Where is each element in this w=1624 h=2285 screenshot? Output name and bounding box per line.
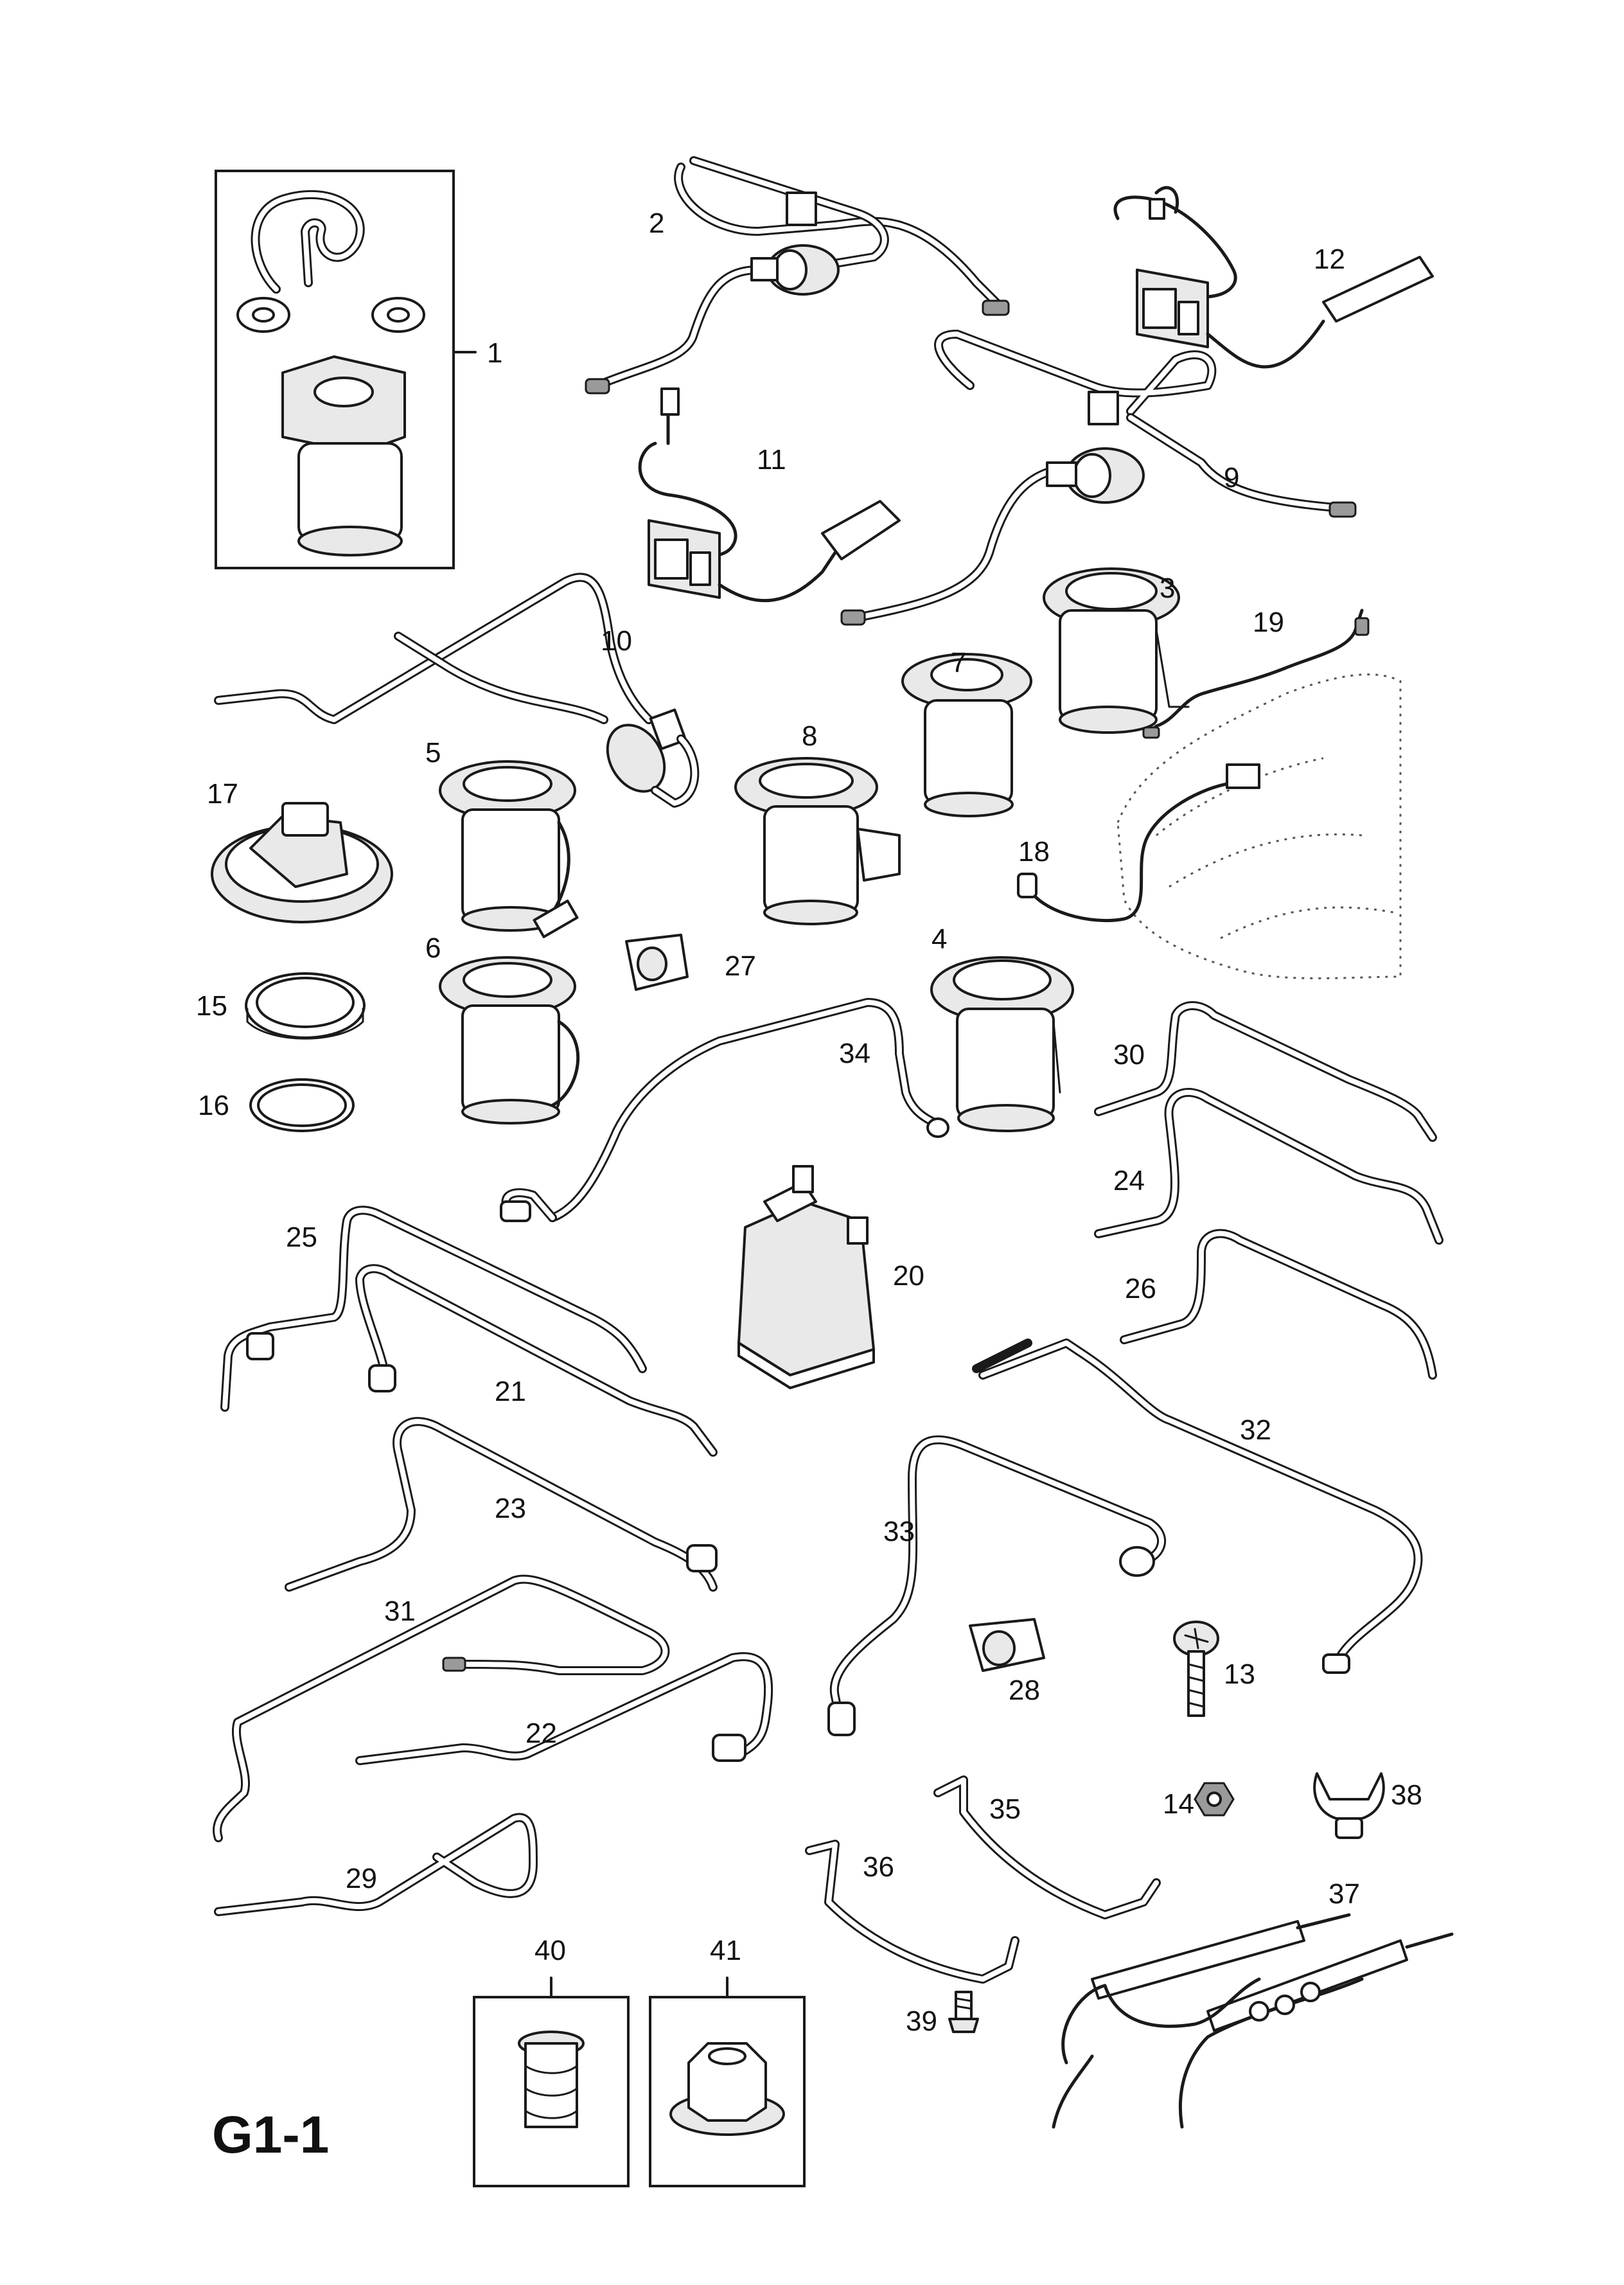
callout-37: 37 <box>1328 1878 1360 1910</box>
part-28-retaining-clip[interactable]: 28 <box>969 1618 1045 1706</box>
part-29-fuel-line[interactable]: 29 <box>214 1813 538 1916</box>
sheet-code: G1-1 <box>212 2106 329 2164</box>
part-36-tank-strap[interactable]: 36 <box>805 1840 1019 1984</box>
part-11-fuel-level-sender[interactable]: 11 <box>638 387 901 603</box>
callout-17: 17 <box>207 778 238 810</box>
callout-13: 13 <box>1224 1658 1255 1690</box>
callout-9: 9 <box>1224 462 1239 493</box>
part-14-nut[interactable]: 14 <box>1163 1782 1235 1820</box>
part-19-wiring-harness[interactable]: 19 <box>1142 607 1370 739</box>
callout-33: 33 <box>883 1516 915 1547</box>
callout-29: 29 <box>346 1863 377 1894</box>
part-32-fuel-line[interactable]: 32 <box>972 1338 1423 1674</box>
callout-34: 34 <box>839 1038 870 1069</box>
callout-23: 23 <box>495 1493 526 1524</box>
part-25-fuel-line[interactable]: 25 <box>220 1205 647 1412</box>
tank-outline <box>1116 673 1402 979</box>
callout-32: 32 <box>1240 1414 1271 1446</box>
part-18-wiring-harness[interactable]: 18 <box>1017 763 1260 922</box>
part-35-tank-strap[interactable]: 35 <box>933 1775 1161 1919</box>
part-37-rail-harness[interactable]: 37 <box>1052 1878 1454 2129</box>
callout-31: 31 <box>384 1596 416 1627</box>
callout-19: 19 <box>1253 607 1284 638</box>
part-40-grommet[interactable]: 40 <box>473 1935 630 2187</box>
callout-2: 2 <box>649 208 664 239</box>
part-4-fuel-pump-module[interactable]: 4 <box>930 923 1074 1132</box>
callout-8: 8 <box>802 720 817 752</box>
part-1-frame <box>215 170 455 569</box>
callout-4: 4 <box>931 923 947 955</box>
callout-6: 6 <box>425 932 441 964</box>
callout-14: 14 <box>1163 1788 1194 1820</box>
part-6-fuel-pump-module[interactable]: 6 <box>425 932 580 1125</box>
part-16-seal-ring[interactable]: 16 <box>198 1078 355 1132</box>
callout-10: 10 <box>601 625 632 657</box>
part-13-bolt[interactable]: 13 <box>1173 1621 1255 1717</box>
part-5-fuel-pump-module[interactable]: 5 <box>425 737 579 938</box>
callout-18: 18 <box>1018 836 1050 867</box>
part-41-flange-nut[interactable]: 41 <box>649 1935 806 2187</box>
callout-1: 1 <box>487 337 502 369</box>
part-8-fuel-pump-module[interactable]: 8 <box>734 720 901 925</box>
callout-15: 15 <box>196 990 227 1022</box>
part-39-screw[interactable]: 39 <box>906 1991 979 2037</box>
part-31-fuel-line[interactable]: 31 <box>213 1574 670 1842</box>
part-30-fuel-line[interactable]: 30 <box>1094 1001 1437 1142</box>
callout-30: 30 <box>1113 1039 1145 1071</box>
callout-26: 26 <box>1125 1273 1156 1304</box>
part-26-fuel-line[interactable]: 26 <box>1120 1229 1437 1380</box>
part-27-retaining-clip[interactable]: 27 <box>625 934 756 991</box>
callout-16: 16 <box>198 1090 229 1121</box>
callout-38: 38 <box>1391 1779 1422 1811</box>
callout-12: 12 <box>1314 244 1345 275</box>
callout-36: 36 <box>863 1851 894 1883</box>
callout-35: 35 <box>989 1793 1021 1825</box>
callout-3: 3 <box>1160 573 1175 604</box>
callout-7: 7 <box>951 647 966 679</box>
part-38-clip[interactable]: 38 <box>1313 1772 1422 1839</box>
part-10-fuel-line-filter[interactable]: 10 <box>214 573 700 808</box>
part-2-fuel-filter-assembly[interactable]: 2 <box>585 156 1010 395</box>
part-15-lock-ring[interactable]: 15 <box>196 972 366 1040</box>
part-21-fuel-line[interactable]: 21 <box>355 1264 718 1457</box>
part-17-tank-cover-flange[interactable]: 17 <box>207 778 393 923</box>
part-22-fuel-line[interactable]: 22 <box>355 1652 773 1765</box>
callout-5: 5 <box>425 737 441 769</box>
part-20-charcoal-canister[interactable]: 20 <box>737 1165 924 1389</box>
callout-27: 27 <box>725 950 756 982</box>
part-7-fuel-pump-module[interactable]: 7 <box>901 647 1032 817</box>
part-12-fuel-level-sender[interactable]: 12 <box>1113 186 1434 369</box>
callout-24: 24 <box>1113 1165 1145 1196</box>
callout-22: 22 <box>525 1718 557 1749</box>
part-34-fuel-line[interactable]: 34 <box>500 998 949 1222</box>
callout-20: 20 <box>893 1260 924 1292</box>
callout-39: 39 <box>906 2005 937 2037</box>
part-3-fuel-pump-module[interactable]: 3 <box>1043 567 1190 734</box>
part-33-fuel-line[interactable]: 33 <box>827 1435 1167 1736</box>
callout-40: 40 <box>534 1935 566 1966</box>
callout-25: 25 <box>286 1222 317 1253</box>
part-9-fuel-filter-assembly[interactable]: 9 <box>840 330 1357 626</box>
part-23-fuel-line[interactable]: 23 <box>285 1417 718 1592</box>
part-1-fuel-pump-kit[interactable]: 1 <box>215 170 502 569</box>
callout-11: 11 <box>757 444 786 476</box>
callout-28: 28 <box>1009 1675 1040 1706</box>
part-24-fuel-line[interactable]: 24 <box>1094 1088 1443 1245</box>
callout-41: 41 <box>710 1935 741 1966</box>
callout-21: 21 <box>495 1376 526 1407</box>
